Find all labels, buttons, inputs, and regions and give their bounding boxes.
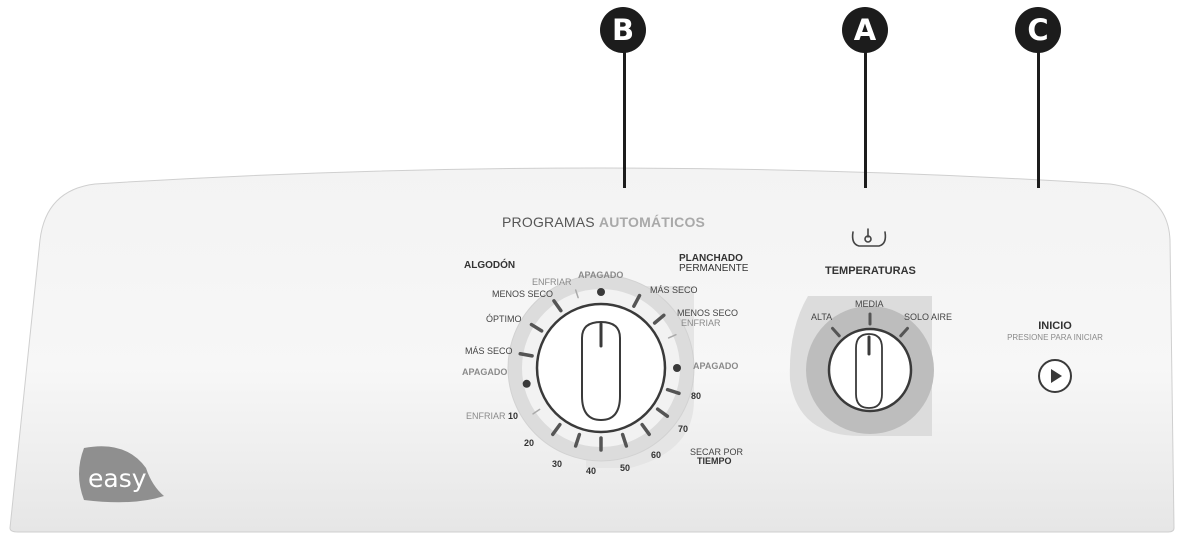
callout-b-leader (623, 40, 626, 188)
time-80-label: 80 (691, 391, 702, 401)
label-permanente: PERMANENTE (679, 263, 749, 274)
callout-c-marker: C (1015, 7, 1061, 53)
program-dial-tick (532, 408, 541, 415)
start-title: INICIO (1038, 320, 1072, 332)
label-menos-seco-right: MENOS SECO (677, 308, 739, 318)
label-enfriar-10-text: ENFRIAR (466, 411, 506, 421)
program-dial-dot-apagado-right (673, 364, 681, 372)
start-subtitle: PRESIONE PARA INICIAR (1007, 333, 1103, 342)
brand-logo-text: easy (88, 464, 147, 493)
time-10-label: 10 (508, 411, 519, 421)
program-dial-tick (620, 432, 629, 448)
play-icon (1051, 369, 1062, 383)
program-dial-tick (529, 322, 544, 333)
program-dial-tick (574, 289, 579, 299)
label-apagado-left: APAGADO (462, 367, 508, 377)
callout-a-marker: A (842, 7, 888, 53)
program-dial-tick (632, 293, 642, 308)
start-button[interactable] (1038, 359, 1072, 393)
temp-label-alta: ALTA (811, 312, 833, 322)
time-70-label: 70 (678, 424, 689, 434)
time-40-label: 40 (586, 466, 597, 476)
label-secar-por: SECAR POR (690, 447, 744, 457)
temperature-title: TEMPERATURAS (825, 265, 916, 277)
program-dial-ticks (518, 288, 681, 452)
temperature-icon (851, 228, 887, 247)
brand-logo: easy (79, 446, 164, 503)
temp-label-media: MEDIA (855, 299, 884, 309)
programs-title-accent: AUTOMÁTICOS (598, 214, 706, 230)
label-mas-seco-right: MÁS SECO (650, 285, 698, 295)
label-mas-seco-left: MÁS SECO (465, 346, 513, 356)
program-dial-tick (655, 407, 670, 418)
temperature-dial-tick (831, 326, 841, 338)
label-apagado-right: APAGADO (693, 361, 739, 371)
label-optimo: ÓPTIMO (486, 314, 522, 324)
temperature-dial-ticks (831, 312, 909, 338)
label-tiempo: TIEMPO (697, 456, 732, 466)
program-dial-grip[interactable] (581, 320, 621, 422)
label-enfriar-top: ENFRIAR (532, 277, 572, 287)
programs-title: PROGRAMAS AUTOMÁTICOS (502, 214, 705, 230)
temperature-dial[interactable] (789, 296, 934, 436)
program-dial-tick (665, 387, 681, 396)
label-menos-seco-left: MENOS SECO (492, 289, 554, 299)
program-dial-tick (573, 432, 582, 448)
label-algodon: ALGODÓN (464, 260, 516, 271)
time-20-label: 20 (524, 438, 535, 448)
label-enfriar-10: ENFRIAR 10 (466, 411, 518, 421)
callout-b-marker: B (600, 7, 646, 53)
program-dial-dot-apagado-left (522, 379, 531, 388)
programs-title-main: PROGRAMAS (502, 214, 595, 230)
program-dial-tick (652, 313, 666, 325)
program-dial-tick (551, 422, 562, 437)
program-dial-tick (640, 422, 651, 437)
label-enfriar-right: ENFRIAR (681, 318, 721, 328)
program-dial-dot-apagado-top (597, 288, 605, 296)
program-dial-tick (667, 333, 677, 339)
time-50-label: 50 (620, 463, 631, 473)
program-dial-tick (552, 299, 563, 313)
time-30-label: 30 (552, 459, 563, 469)
program-dial[interactable] (507, 274, 695, 468)
label-apagado-top: APAGADO (578, 270, 624, 280)
program-dial-tick (518, 352, 534, 358)
temperature-dial-grip[interactable] (855, 333, 883, 409)
temperature-dial-tick (899, 326, 909, 338)
program-dial-ring-outline (507, 274, 695, 462)
callout-a-leader (864, 40, 867, 188)
temp-label-solo-aire: SOLO AIRE (904, 312, 953, 322)
label-planchado: PLANCHADO (679, 253, 743, 264)
callout-c-leader (1037, 40, 1040, 188)
time-60-label: 60 (651, 450, 662, 460)
